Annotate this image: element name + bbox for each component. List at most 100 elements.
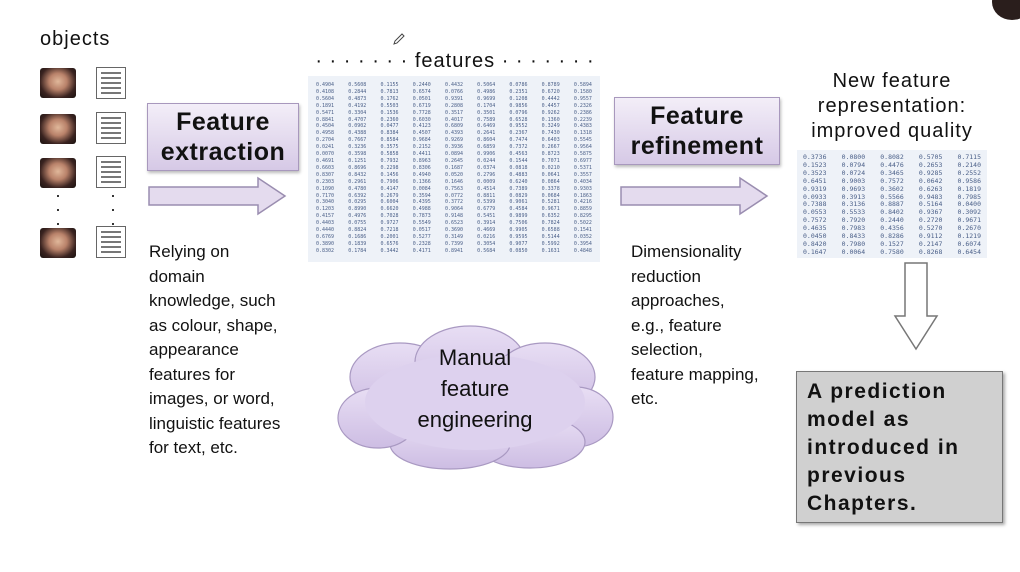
matrix-cell: 0.1536 [380,109,399,116]
caption-line: features for [149,364,235,384]
matrix-cell: 0.7474 [509,137,528,144]
matrix-cell: 0.9905 [509,227,528,234]
matrix-cell: 0.3378 [541,185,560,192]
matrix-cell: 0.5604 [316,95,335,102]
matrix-cell: 0.2679 [380,192,399,199]
matrix-cell: 0.5608 [348,82,367,88]
down-arrow [893,262,939,351]
matrix-cell: 0.3954 [573,240,592,247]
matrix-cell: 0.1219 [957,232,981,241]
matrix-cell: 0.9586 [957,176,981,185]
document-icon-2 [96,112,126,144]
matrix-cell: 0.6074 [957,239,981,248]
matrix-cell: 0.9552 [509,123,528,130]
matrix-cell: 0.0501 [412,95,431,102]
caption-line: Relying on [149,242,230,261]
matrix-cell: 0.6528 [509,116,528,123]
matrix-cell: 0.6240 [509,178,528,185]
matrix-cell: 0.6574 [412,88,431,95]
matrix-cell: 0.8286 [880,232,904,241]
matrix-cell: 0.3523 [803,168,827,177]
matrix-cell: 0.8420 [803,239,827,248]
matrix-cell: 0.4476 [880,160,904,169]
matrix-cell: 0.1580 [573,88,592,95]
matrix-cell: 0.5858 [380,151,399,158]
matrix-cell: 0.2645 [444,157,463,164]
matrix-cell: 0.3249 [541,123,560,130]
matrix-cell: 0.4669 [477,227,496,234]
matrix-cell: 0.7824 [541,220,560,227]
matrix-cell: 0.4635 [803,224,827,233]
matrix-cell: 0.4873 [348,95,367,102]
matrix-cell: 0.1090 [316,185,335,192]
matrix-cell: 0.3913 [841,192,866,201]
document-icon-3 [96,156,126,188]
caption-line: images, or word, [149,389,275,408]
matrix-cell: 0.3602 [880,184,904,193]
prediction-line: Chapters. [807,492,918,515]
matrix-cell: 0.3690 [444,227,463,234]
caption-line: for text, etc. [149,438,238,457]
matrix-cell: 0.3442 [380,247,399,254]
matrix-cell: 0.6576 [380,240,399,247]
matrix-cell: 0.5144 [541,233,560,240]
caption-line: selection, [631,340,703,359]
matrix-cell: 0.5277 [412,233,431,240]
matrix-cell: 0.0477 [380,123,399,130]
matrix-cell: 0.4017 [444,116,463,123]
face-image-1 [40,68,76,98]
face-image-2 [40,114,76,144]
matrix-cell: 0.0084 [412,185,431,192]
matrix-cell: 0.4457 [541,102,560,109]
matrix-cell: 0.1687 [444,164,463,171]
matrix-cell: 0.0796 [509,109,528,116]
matrix-cell: 0.2808 [444,102,463,109]
matrix-cell: 0.4958 [316,130,335,137]
matrix-cell: 0.0641 [541,171,560,178]
matrix-cell: 0.5992 [541,240,560,247]
matrix-cell: 0.0241 [316,144,335,151]
feature-extraction-line2: extraction [160,138,286,166]
caption-line: domain [149,266,205,286]
matrix-cell: 0.3594 [412,192,431,199]
matrix-cell: 0.8307 [316,171,335,178]
matrix-cell: 0.3236 [348,144,367,151]
document-icon-1 [96,67,126,99]
caption-line: appearance [149,340,239,359]
matrix-cell: 0.1203 [316,206,335,213]
matrix-cell: 0.4507 [412,130,431,137]
matrix-cell: 0.0933 [803,192,827,201]
matrix-cell: 0.1208 [509,95,528,102]
matrix-cell: 0.2961 [348,178,367,185]
matrix-cell: 0.7372 [509,144,528,151]
rep-title-line1: New feature [832,70,952,92]
matrix-cell: 0.9112 [918,232,943,241]
matrix-cell: 0.7920 [841,216,866,225]
matrix-cell: 0.9906 [477,151,496,158]
matrix-cell: 0.4147 [380,185,399,192]
matrix-cell: 0.0374 [477,164,496,171]
matrix-cell: 0.1544 [509,157,528,164]
matrix-cell: 0.2001 [380,233,399,240]
matrix-cell: 0.0295 [348,199,367,206]
matrix-cell: 0.1819 [957,184,981,193]
feature-extraction-box: Feature extraction [147,103,299,171]
matrix-cell: 0.2367 [509,130,528,137]
matrix-cell: 0.8302 [316,247,335,254]
matrix-cell: 0.3304 [348,109,367,116]
matrix-cell: 0.0553 [803,208,827,217]
matrix-cell: 0.8433 [841,232,866,241]
matrix-cell: 0.4440 [316,227,335,234]
matrix-cell: 0.0642 [918,176,943,185]
matrix-cell: 0.1523 [803,160,827,169]
